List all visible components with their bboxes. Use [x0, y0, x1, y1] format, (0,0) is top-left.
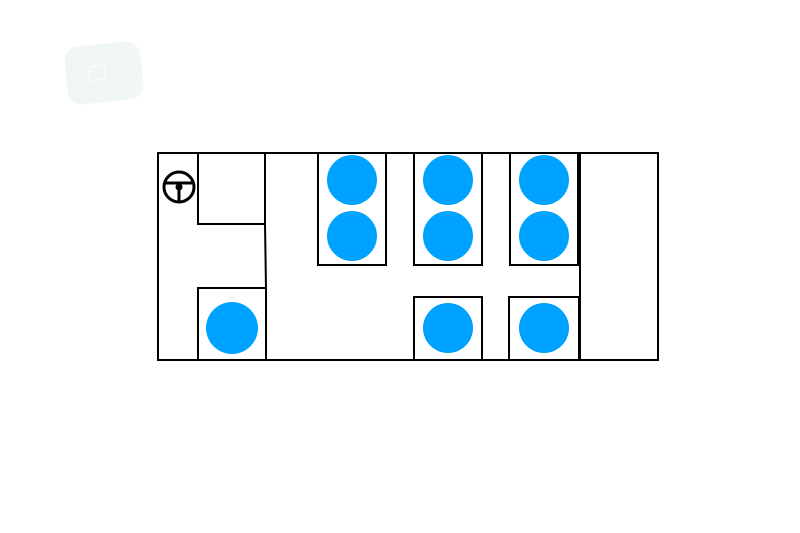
steering-wheel-icon	[162, 170, 196, 204]
seat-box-row1-double	[317, 152, 387, 266]
seat[interactable]	[423, 303, 473, 353]
seat[interactable]	[519, 303, 569, 353]
seat-box-row2-double	[413, 152, 483, 266]
seat[interactable]	[206, 302, 258, 354]
seat-box-row2-single	[413, 296, 483, 361]
seat[interactable]	[519, 155, 569, 205]
vehicle-body-outline	[157, 152, 659, 361]
seat[interactable]	[423, 211, 473, 261]
seat-box-row3-double	[509, 152, 579, 266]
seat[interactable]	[327, 155, 377, 205]
seat[interactable]	[327, 211, 377, 261]
seat-box-front-single	[197, 287, 267, 361]
seat-box-row3-single	[508, 296, 580, 361]
seat[interactable]	[423, 155, 473, 205]
driver-partition	[197, 153, 267, 289]
seat[interactable]	[519, 211, 569, 261]
